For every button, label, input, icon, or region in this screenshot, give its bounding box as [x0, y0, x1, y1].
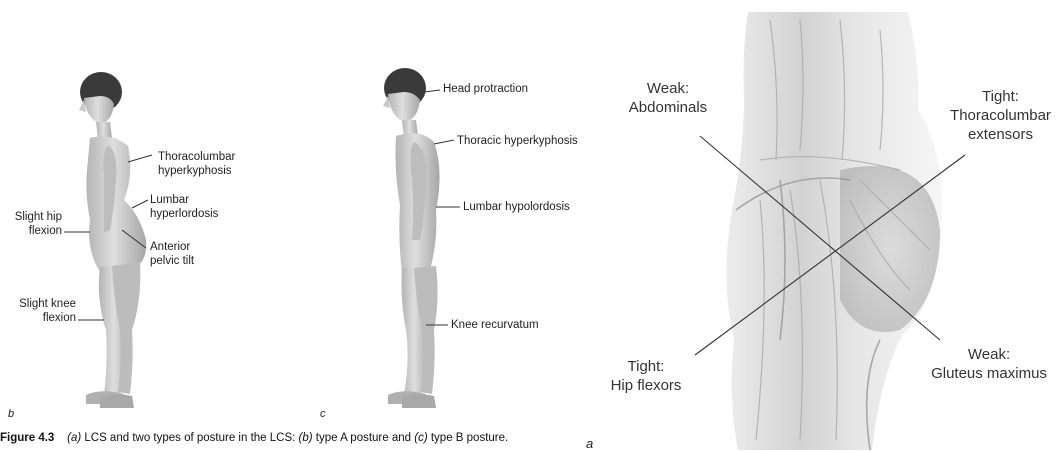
label-anterior-pelvic-tilt: Anterior pelvic tilt — [150, 240, 194, 268]
label-thoracolumbar: Thoracolumbar hyperkyphosis — [158, 150, 235, 178]
caption-text-2: type A posture and — [313, 432, 415, 444]
label-thoracic-hyperkyphosis: Thoracic hyperkyphosis — [457, 134, 578, 148]
pelvis-muscle-illustration — [726, 12, 942, 450]
label-weak-abdominals: Weak: Abdominals — [608, 79, 728, 117]
caption-ref-b: (b) — [299, 432, 313, 444]
caption-ref-c: (c) — [414, 432, 427, 444]
label-slight-hip-flexion: Slight hip flexion — [4, 210, 62, 238]
label-tight-hip-flexors: Tight: Hip flexors — [596, 357, 696, 395]
posture-figure-type-b — [383, 68, 440, 408]
label-knee-recurvatum: Knee recurvatum — [451, 318, 539, 332]
label-slight-knee-flexion: Slight knee flexion — [4, 297, 76, 325]
caption-figure-number: Figure 4.3 — [0, 432, 54, 444]
label-lumbar-hyperlordosis: Lumbar hyperlordosis — [150, 193, 218, 221]
panel-letter-c: c — [320, 408, 326, 420]
caption-text-3: type B posture. — [428, 432, 509, 444]
label-weak-gluteus-maximus: Weak: Gluteus maximus — [918, 345, 1060, 383]
panel-letter-b: b — [8, 408, 14, 420]
label-head-protraction: Head protraction — [443, 82, 528, 96]
caption-text-1: LCS and two types of posture in the LCS: — [81, 432, 298, 444]
panel-letter-a: a — [586, 436, 593, 451]
figure-caption: Figure 4.3 (a) LCS and two types of post… — [0, 432, 508, 444]
label-lumbar-hypolordosis: Lumbar hypolordosis — [463, 200, 570, 214]
caption-ref-a: (a) — [67, 432, 81, 444]
label-tight-thoracolumbar-extensors: Tight: Thoracolumbar extensors — [940, 87, 1061, 144]
